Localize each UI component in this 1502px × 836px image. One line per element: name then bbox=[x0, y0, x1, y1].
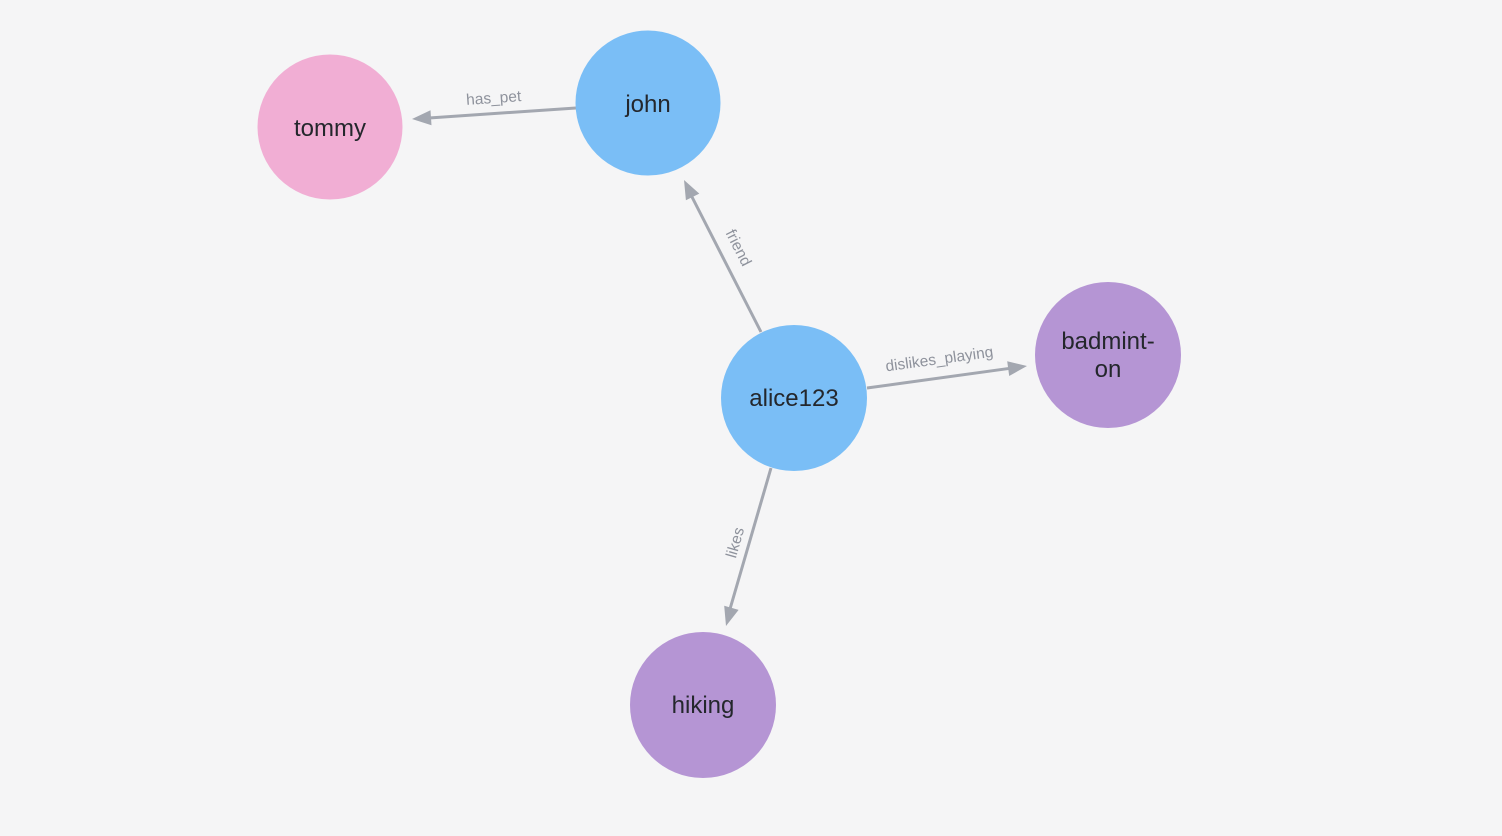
node-john: john bbox=[575, 30, 721, 176]
node-circle-john[interactable] bbox=[575, 30, 721, 176]
node-label-badminton: badmint-on bbox=[1061, 328, 1154, 383]
node-label-alice123: alice123 bbox=[749, 385, 838, 412]
node-label-hiking: hiking bbox=[672, 692, 735, 719]
arrowhead-icon bbox=[1007, 361, 1027, 376]
arrowhead-icon bbox=[412, 110, 432, 126]
edge-john-tommy: has_pet bbox=[412, 88, 577, 126]
edge-line-likes[interactable] bbox=[728, 467, 773, 610]
node-circle-alice123[interactable] bbox=[721, 325, 867, 471]
node-alice123: alice123 bbox=[721, 325, 867, 471]
edge-line-friend[interactable] bbox=[689, 194, 763, 333]
node-circle-tommy[interactable] bbox=[257, 54, 403, 200]
node-label-tommy: tommy bbox=[294, 115, 366, 142]
arrowhead-icon bbox=[684, 180, 700, 201]
node-badminton: badmint-on bbox=[1035, 282, 1181, 428]
node-circle-hiking[interactable] bbox=[630, 632, 776, 778]
edge-label-has-pet: has_pet bbox=[466, 88, 523, 109]
node-tommy: tommy bbox=[257, 54, 403, 200]
edge-alice123-hiking: likes bbox=[723, 467, 773, 626]
node-circle-badminton[interactable] bbox=[1035, 282, 1181, 428]
node-label-john: john bbox=[624, 91, 670, 118]
edge-line-has-pet[interactable] bbox=[428, 106, 577, 120]
arrowhead-icon bbox=[724, 605, 739, 626]
node-hiking: hiking bbox=[630, 632, 776, 778]
edge-line-dislikes-playing[interactable] bbox=[866, 366, 1011, 390]
